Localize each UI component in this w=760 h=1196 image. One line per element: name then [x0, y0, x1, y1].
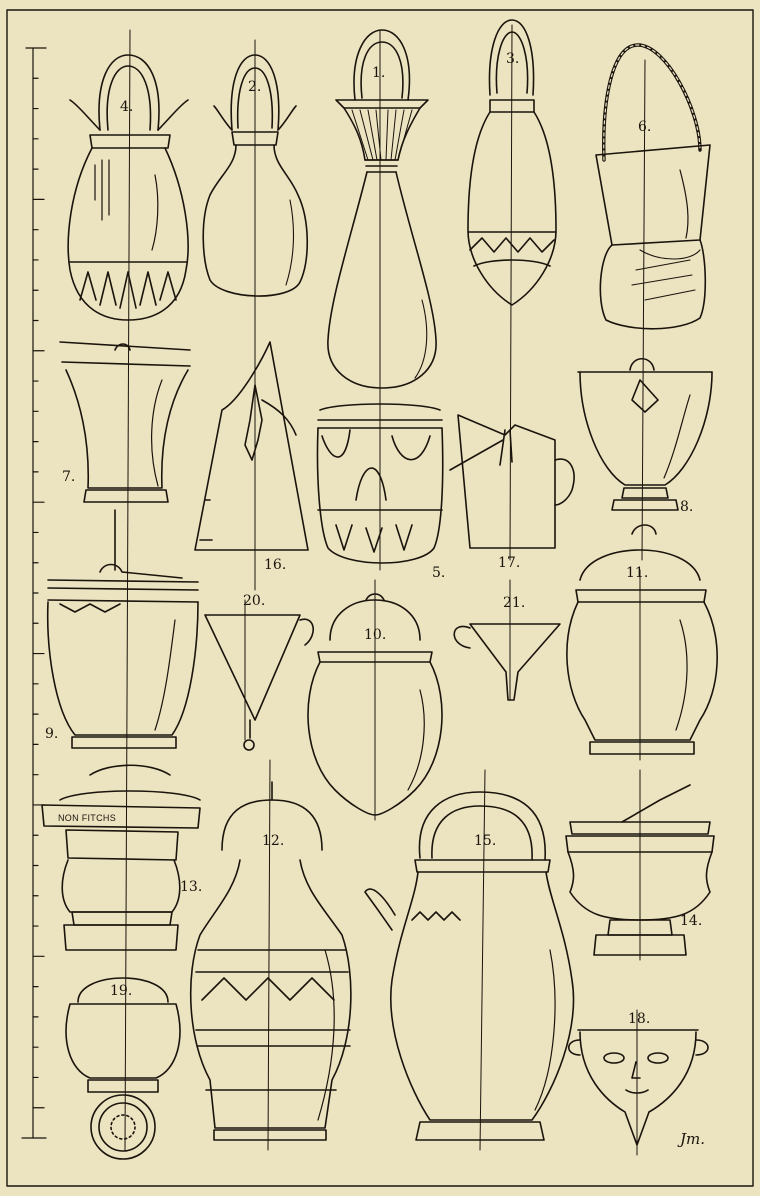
label-fig-11: 11. — [626, 565, 649, 581]
vessel-19 — [65, 977, 181, 1160]
vessel-20 — [204, 614, 314, 751]
label-fig-2: 2. — [248, 79, 262, 95]
vessel-16 — [194, 341, 309, 551]
label-fig-10: 10. — [364, 627, 387, 643]
vessel-6 — [595, 43, 711, 330]
label-fig-7: 7. — [62, 469, 76, 485]
label-fig-18: 18. — [628, 1011, 651, 1027]
vessel-14 — [565, 784, 715, 956]
label-fig-5: 5. — [432, 565, 446, 581]
vessel-2 — [202, 54, 309, 297]
label-fig-3: 3. — [506, 51, 520, 67]
vessel-7 — [59, 341, 191, 503]
label-fig-14: 14. — [680, 913, 703, 929]
label-fig-9: 9. — [45, 726, 59, 742]
vessel-9 — [46, 509, 199, 749]
vessel-10 — [307, 593, 443, 816]
label-fig-21: 21. — [503, 595, 526, 611]
label-fig-13: 13. — [180, 879, 203, 895]
label-fig-1: 1. — [372, 65, 386, 81]
vessel-8 — [577, 357, 713, 511]
label-fig-8: 8. — [680, 499, 694, 515]
axis-lines — [124, 24, 646, 1156]
vessel-15 — [364, 791, 575, 1141]
vessel-13 — [41, 764, 201, 951]
inscription-band-text: NON FITCHS — [58, 813, 116, 823]
plate-border — [6, 9, 754, 1187]
label-fig-12: 12. — [262, 833, 285, 849]
label-fig-19: 19. — [110, 983, 133, 999]
vessel-4 — [67, 54, 189, 321]
vessel-12 — [189, 781, 352, 1141]
label-fig-6: 6. — [638, 119, 652, 135]
vessel-3 — [467, 19, 557, 306]
label-fig-16: 16. — [264, 557, 287, 573]
vessel-11 — [566, 524, 718, 755]
artist-signature: Jm. — [680, 1130, 706, 1148]
label-fig-17: 17. — [498, 555, 521, 571]
label-fig-20: 20. — [243, 593, 266, 609]
vessel-21 — [453, 623, 561, 701]
label-fig-15: 15. — [474, 833, 497, 849]
vessel-18 — [567, 1029, 709, 1146]
scale-bar — [21, 47, 47, 1139]
label-fig-4: 4. — [120, 99, 134, 115]
vessel-17 — [449, 414, 575, 549]
vessel-1 — [327, 29, 437, 389]
vessel-5 — [316, 403, 444, 564]
